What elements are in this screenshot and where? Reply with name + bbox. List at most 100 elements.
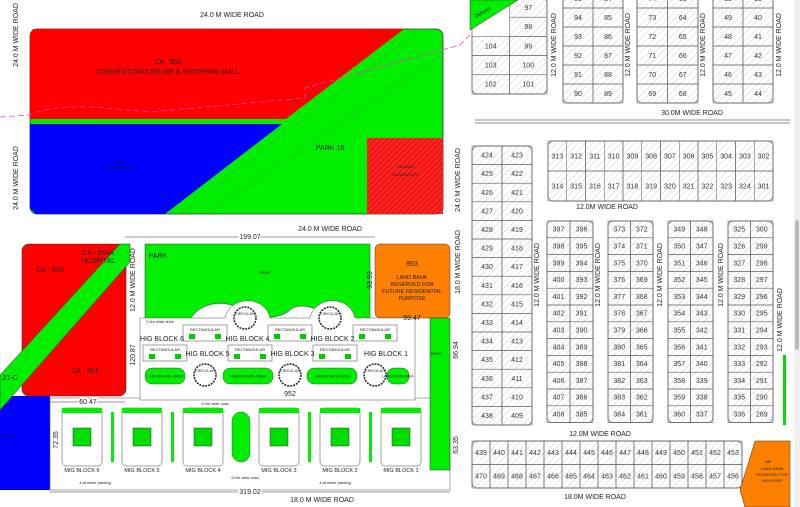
plot-376[interactable]: 376 bbox=[607, 271, 631, 289]
plot-390[interactable]: 390 bbox=[569, 321, 594, 339]
plot-63[interactable]: 63 bbox=[667, 0, 699, 9]
plot-66[interactable]: 66 bbox=[667, 45, 699, 66]
plot-326[interactable]: 326 bbox=[727, 237, 751, 255]
hig-building[interactable]: RECTANGULAR bbox=[267, 324, 313, 342]
plot-401[interactable]: 401 bbox=[546, 287, 571, 306]
plot-354[interactable]: 354 bbox=[667, 304, 691, 323]
plot-69[interactable]: 69 bbox=[636, 83, 668, 104]
plot-361[interactable]: 361 bbox=[630, 405, 654, 423]
plot-416[interactable]: 416 bbox=[501, 275, 533, 296]
plot-367[interactable]: 367 bbox=[630, 304, 654, 323]
plot-302[interactable]: 302 bbox=[754, 140, 774, 172]
plot-85[interactable]: 85 bbox=[592, 7, 624, 28]
mig-block-6[interactable]: MIG BLOCK 6 bbox=[61, 407, 103, 474]
plot-100[interactable]: 100 bbox=[509, 55, 548, 76]
plot-408[interactable]: 408 bbox=[546, 405, 571, 423]
plot-299[interactable]: 299 bbox=[750, 237, 774, 255]
plot-356[interactable]: 356 bbox=[667, 338, 691, 356]
plot-432[interactable]: 432 bbox=[471, 294, 503, 314]
plot-48[interactable]: 48 bbox=[712, 26, 744, 47]
plot-396[interactable]: 396 bbox=[569, 220, 594, 239]
plot-362[interactable]: 362 bbox=[630, 388, 654, 407]
plot-300[interactable]: 300 bbox=[750, 220, 774, 239]
plot-441[interactable]: 441 bbox=[507, 440, 527, 465]
plot-445[interactable]: 445 bbox=[579, 440, 599, 465]
plot-314[interactable]: 314 bbox=[547, 170, 567, 202]
plot-413[interactable]: 413 bbox=[501, 331, 533, 351]
plot-355[interactable]: 355 bbox=[667, 321, 691, 339]
hig-building[interactable]: RECTANGULAR bbox=[352, 324, 398, 342]
plot-403[interactable]: 403 bbox=[546, 321, 571, 339]
plot-42[interactable]: 42 bbox=[742, 45, 774, 66]
plot-349[interactable]: 349 bbox=[667, 220, 691, 239]
plot-394[interactable]: 394 bbox=[569, 254, 594, 272]
plot-95[interactable]: 95 bbox=[562, 0, 594, 9]
plot-435[interactable]: 435 bbox=[471, 350, 503, 370]
plot-453[interactable]: 453 bbox=[723, 440, 743, 465]
plot-366[interactable]: 366 bbox=[630, 321, 654, 339]
plot-351[interactable]: 351 bbox=[667, 254, 691, 272]
plot-419[interactable]: 419 bbox=[501, 220, 533, 240]
plot-409[interactable]: 409 bbox=[501, 406, 533, 426]
plot-86[interactable]: 86 bbox=[592, 26, 624, 47]
plot-429[interactable]: 429 bbox=[471, 238, 503, 258]
plot-39[interactable]: 39 bbox=[742, 0, 774, 9]
plot-428[interactable]: 428 bbox=[471, 220, 503, 240]
plot-88[interactable]: 88 bbox=[592, 64, 624, 85]
plot-379[interactable]: 379 bbox=[607, 321, 631, 339]
plot-467[interactable]: 467 bbox=[525, 464, 545, 489]
plot-404[interactable]: 404 bbox=[546, 338, 571, 356]
plot-348[interactable]: 348 bbox=[690, 220, 714, 239]
plot-347[interactable]: 347 bbox=[690, 237, 714, 255]
plot-68[interactable]: 68 bbox=[667, 83, 699, 104]
plot-460[interactable]: 460 bbox=[651, 464, 671, 489]
plot-357[interactable]: 357 bbox=[667, 355, 691, 373]
plot-436[interactable]: 436 bbox=[471, 368, 503, 389]
plot-40[interactable]: 40 bbox=[742, 7, 774, 28]
plot-374[interactable]: 374 bbox=[607, 237, 631, 255]
plot-321[interactable]: 321 bbox=[679, 170, 699, 202]
hig-building[interactable]: RECTANGULAR bbox=[312, 344, 358, 362]
plot-332[interactable]: 332 bbox=[727, 338, 751, 356]
plot-333[interactable]: 333 bbox=[727, 355, 751, 373]
plot-442[interactable]: 442 bbox=[525, 440, 545, 465]
plot-345[interactable]: 345 bbox=[690, 271, 714, 289]
plot-427[interactable]: 427 bbox=[471, 201, 503, 221]
plot-431[interactable]: 431 bbox=[471, 275, 503, 296]
plot-324[interactable]: 324 bbox=[735, 170, 755, 202]
plot-393[interactable]: 393 bbox=[569, 271, 594, 289]
plot-322[interactable]: 322 bbox=[697, 170, 717, 202]
plot-350[interactable]: 350 bbox=[667, 237, 691, 255]
plot-405[interactable]: 405 bbox=[546, 355, 571, 373]
plot-46[interactable]: 46 bbox=[712, 64, 744, 85]
plot-329[interactable]: 329 bbox=[727, 287, 751, 306]
plot-334[interactable]: 334 bbox=[727, 371, 751, 390]
plot-458[interactable]: 458 bbox=[687, 464, 707, 489]
plot-289[interactable]: 289 bbox=[750, 405, 774, 423]
plot-360[interactable]: 360 bbox=[667, 405, 691, 423]
plot-44[interactable]: 44 bbox=[742, 83, 774, 104]
plot-337[interactable]: 337 bbox=[690, 405, 714, 423]
plot-43[interactable]: 43 bbox=[742, 64, 774, 85]
plot-327[interactable]: 327 bbox=[727, 254, 751, 272]
plot-426[interactable]: 426 bbox=[471, 182, 503, 203]
plot-93[interactable]: 93 bbox=[562, 26, 594, 47]
plot-307[interactable]: 307 bbox=[660, 140, 680, 172]
plot-64[interactable]: 64 bbox=[667, 7, 699, 28]
plot-412[interactable]: 412 bbox=[501, 350, 533, 370]
plot-89[interactable]: 89 bbox=[592, 83, 624, 104]
plot-344[interactable]: 344 bbox=[690, 287, 714, 306]
plot-304[interactable]: 304 bbox=[716, 140, 736, 172]
plot-448[interactable]: 448 bbox=[633, 440, 653, 465]
plot-462[interactable]: 462 bbox=[615, 464, 635, 489]
plot-335[interactable]: 335 bbox=[727, 388, 751, 407]
plot-388[interactable]: 388 bbox=[569, 355, 594, 373]
plot-433[interactable]: 433 bbox=[471, 313, 503, 333]
hig-building[interactable]: RECTANGULAR bbox=[182, 324, 228, 342]
plot-92[interactable]: 92 bbox=[562, 45, 594, 66]
plot-338[interactable]: 338 bbox=[690, 388, 714, 407]
plot-383[interactable]: 383 bbox=[607, 388, 631, 407]
plot-447[interactable]: 447 bbox=[615, 440, 635, 465]
plot-430[interactable]: 430 bbox=[471, 257, 503, 277]
